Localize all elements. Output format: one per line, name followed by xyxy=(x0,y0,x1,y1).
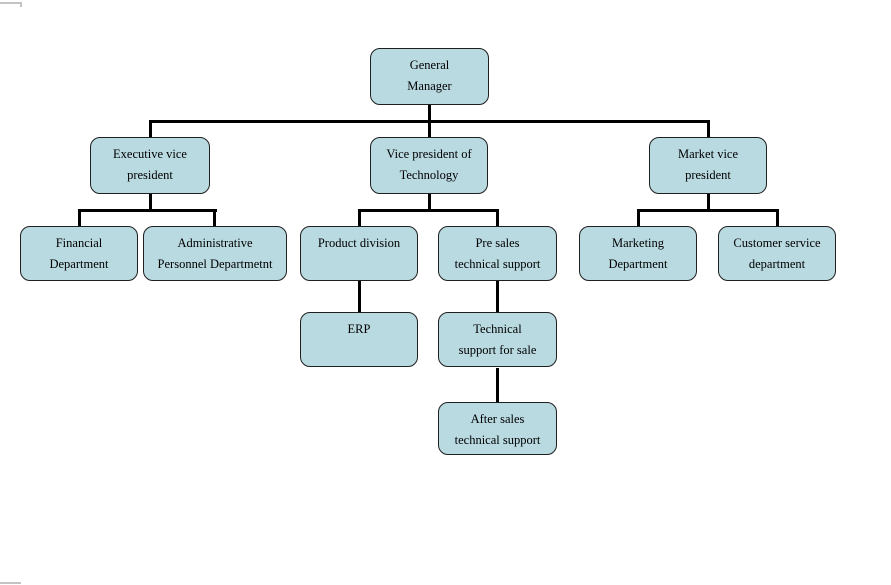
node-customer-service-department[interactable]: Customer service department xyxy=(718,226,836,281)
node-administrative-personnel-department[interactable]: Administrative Personnel Departmetnt xyxy=(143,226,287,281)
connector-techsupport-to-aftersales xyxy=(496,368,499,403)
connector-tech-drop xyxy=(427,193,431,212)
node-after-sales-technical-support[interactable]: After sales technical support xyxy=(438,402,557,455)
connector-exec-hline xyxy=(77,209,217,212)
connector-stub-product xyxy=(357,209,361,227)
node-market-vice-president[interactable]: Market vice president xyxy=(649,137,767,194)
page-edge-mark-bottom-left xyxy=(0,582,21,584)
connector-market-drop xyxy=(706,193,710,212)
connector-market-hline xyxy=(636,209,779,212)
connector-exec-drop xyxy=(148,193,152,212)
node-vice-president-of-technology[interactable]: Vice president of Technology xyxy=(370,137,488,194)
connector-product-to-erp xyxy=(357,281,361,313)
connector-stub-customer xyxy=(775,209,779,227)
connector-row1-stub-market xyxy=(706,120,710,138)
connector-tech-hline xyxy=(357,209,499,212)
node-technical-support-for-sale[interactable]: Technical support for sale xyxy=(438,312,557,367)
node-product-division[interactable]: Product division xyxy=(300,226,418,281)
connector-row1-stub-tech xyxy=(427,120,431,138)
node-executive-vice-president[interactable]: Executive vice president xyxy=(90,137,210,194)
page-edge-tick-top-left xyxy=(19,2,22,7)
connector-stub-financial xyxy=(77,209,81,227)
page-edge-mark-top-left xyxy=(0,2,21,4)
node-marketing-department[interactable]: Marketing Department xyxy=(579,226,697,281)
node-financial-department[interactable]: Financial Department xyxy=(20,226,138,281)
node-pre-sales-technical-support[interactable]: Pre sales technical support xyxy=(438,226,557,281)
connector-stub-marketing xyxy=(636,209,640,227)
node-erp[interactable]: ERP xyxy=(300,312,418,367)
connector-gm-drop xyxy=(427,105,431,123)
connector-row1-stub-exec xyxy=(148,120,152,138)
connector-stub-presales xyxy=(496,209,499,227)
connector-stub-admin xyxy=(213,209,216,227)
node-general-manager[interactable]: General Manager xyxy=(370,48,489,105)
connector-presales-to-techsupport xyxy=(496,281,499,313)
